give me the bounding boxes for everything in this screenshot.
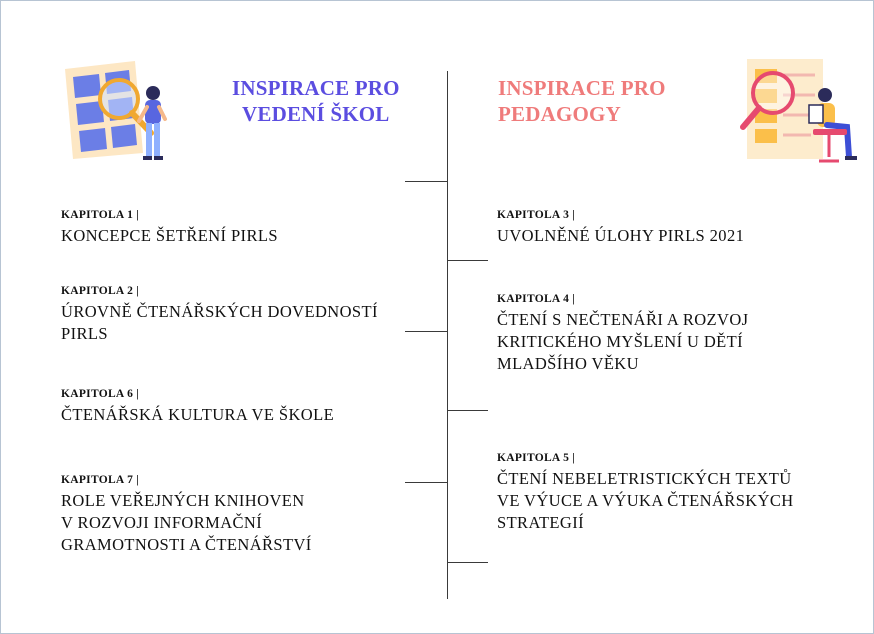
timeline-tick-right (448, 410, 488, 411)
chapter-7: KAPITOLA 7 | ROLE VEŘEJNÝCH KNIHOVEN V R… (61, 473, 312, 556)
chapter-title-line: STRATEGIÍ (497, 513, 585, 532)
chapter-2: KAPITOLA 2 | ÚROVNĚ ČTENÁŘSKÝCH DOVEDNOS… (61, 284, 378, 345)
timeline-axis (447, 71, 448, 599)
person-with-magnifier-illustration (65, 61, 167, 160)
chapter-label: KAPITOLA 6 | (61, 388, 140, 400)
chapter-title: ROLE VEŘEJNÝCH KNIHOVEN V ROZVOJI INFORM… (61, 490, 312, 556)
heading-line: VEDENÍ ŠKOL (242, 102, 390, 126)
timeline-tick-right (448, 562, 488, 563)
chapter-label: KAPITOLA 3 | (497, 209, 576, 221)
chapter-title-line: VE VÝUCE A VÝUKA ČTENÁŘSKÝCH (497, 491, 794, 510)
chapter-title-line: PIRLS (61, 324, 108, 343)
chapter-label: KAPITOLA 5 | (497, 452, 576, 464)
chapter-4: KAPITOLA 4 | ČTENÍ S NEČTENÁŘI A ROZVOJ … (497, 292, 749, 375)
heading-line: INSPIRACE PRO (498, 76, 666, 100)
person-reading-in-chair-illustration (740, 59, 857, 163)
heading-teachers: INSPIRACE PRO PEDAGOGY (498, 75, 666, 127)
chapter-title-line: V ROZVOJI INFORMAČNÍ (61, 513, 263, 532)
chapter-label: KAPITOLA 1 | (61, 209, 140, 221)
timeline-tick-left (405, 482, 447, 483)
chapter-title: ČTENÁŘSKÁ KULTURA VE ŠKOLE (61, 404, 334, 426)
chapter-3: KAPITOLA 3 | UVOLNĚNÉ ÚLOHY PIRLS 2021 (497, 208, 744, 247)
chapter-6: KAPITOLA 6 | ČTENÁŘSKÁ KULTURA VE ŠKOLE (61, 387, 334, 426)
chapter-title-line: GRAMOTNOSTI A ČTENÁŘSTVÍ (61, 535, 312, 554)
chapter-title-line: KRITICKÉHO MYŠLENÍ U DĚTÍ (497, 332, 744, 351)
chapter-label: KAPITOLA 4 | (497, 293, 576, 305)
chapter-title-line: ČTENÁŘSKÁ KULTURA VE ŠKOLE (61, 405, 335, 424)
chapter-1: KAPITOLA 1 | KONCEPCE ŠETŘENÍ PIRLS (61, 208, 278, 247)
heading-line: INSPIRACE PRO (232, 76, 400, 100)
chapter-title-line: ÚROVNĚ ČTENÁŘSKÝCH DOVEDNOSTÍ (61, 302, 378, 321)
chapter-title-line: KONCEPCE ŠETŘENÍ PIRLS (61, 226, 278, 245)
timeline-tick-left (405, 331, 447, 332)
chapter-title: ÚROVNĚ ČTENÁŘSKÝCH DOVEDNOSTÍ PIRLS (61, 301, 378, 345)
heading-line: PEDAGOGY (498, 102, 621, 126)
chapter-title-line: ČTENÍ NEBELETRISTICKÝCH TEXTŮ (497, 469, 792, 488)
timeline-tick-right (448, 260, 488, 261)
chapter-title: ČTENÍ S NEČTENÁŘI A ROZVOJ KRITICKÉHO MY… (497, 309, 749, 375)
heading-school-leadership: INSPIRACE PRO VEDENÍ ŠKOL (232, 75, 400, 127)
chapter-title-line: UVOLNĚNÉ ÚLOHY PIRLS 2021 (497, 226, 745, 245)
chapter-5: KAPITOLA 5 | ČTENÍ NEBELETRISTICKÝCH TEX… (497, 451, 794, 534)
chapter-title: KONCEPCE ŠETŘENÍ PIRLS (61, 225, 278, 247)
chapter-title: UVOLNĚNÉ ÚLOHY PIRLS 2021 (497, 225, 744, 247)
chapter-label: KAPITOLA 2 | (61, 285, 140, 297)
chapter-title-line: ČTENÍ S NEČTENÁŘI A ROZVOJ (497, 310, 749, 329)
chapter-title-line: MLADŠÍHO VĚKU (497, 354, 639, 373)
chapter-title-line: ROLE VEŘEJNÝCH KNIHOVEN (61, 491, 305, 510)
chapter-label: KAPITOLA 7 | (61, 474, 140, 486)
chapter-title: ČTENÍ NEBELETRISTICKÝCH TEXTŮ VE VÝUCE A… (497, 468, 794, 534)
timeline-tick-left (405, 181, 447, 182)
